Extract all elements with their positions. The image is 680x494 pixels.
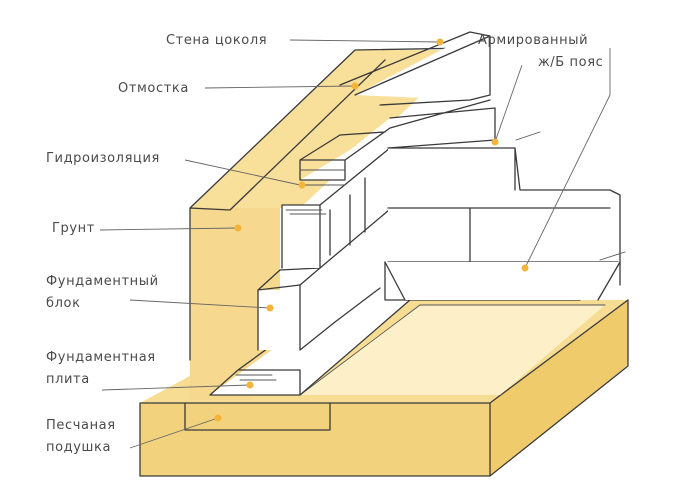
label-soil: Грунт (52, 221, 95, 236)
dot-soil (234, 224, 242, 232)
dot-reinforced-belt (491, 138, 499, 146)
label-blind-area: Отмостка (118, 81, 189, 96)
dot-foundation-slab (246, 381, 254, 389)
plinth-wall (339, 31, 491, 106)
rebars (235, 131, 626, 381)
label-sand-cushion-line2: подушка (46, 440, 111, 455)
foundation-blocks (257, 147, 396, 351)
label-plinth-wall: Стена цоколя (166, 33, 267, 48)
labels: Стена цоколя Армированный ж/Б пояс Отмос… (46, 33, 603, 455)
label-foundation-block-line1: Фундаментный (46, 274, 159, 289)
dot-sand-cushion (214, 414, 222, 422)
label-foundation-block-line2: блок (46, 296, 81, 311)
plinth-wall-blocks (384, 147, 621, 301)
label-foundation-slab-line1: Фундаментная (46, 350, 156, 365)
dot-foundation-block (266, 304, 274, 312)
dot-armature (521, 264, 529, 272)
leader-lines (99, 39, 611, 449)
floor-slab (300, 305, 605, 395)
dot-waterproofing (298, 181, 306, 189)
label-reinforced-belt-line1: Армированный (478, 33, 588, 48)
label-waterproofing: Гидроизоляция (46, 151, 160, 166)
sand-side-face (490, 300, 628, 476)
label-foundation-slab-line2: плита (46, 372, 90, 387)
label-sand-cushion-line1: Песчаная (46, 418, 116, 433)
reinforced-belt (299, 99, 496, 186)
label-dots (214, 38, 529, 422)
dot-blind-area (351, 82, 359, 90)
sand-front-face (140, 403, 490, 476)
label-reinforced-belt-line2: ж/Б пояс (538, 55, 603, 70)
dot-plinth-wall (436, 38, 444, 46)
